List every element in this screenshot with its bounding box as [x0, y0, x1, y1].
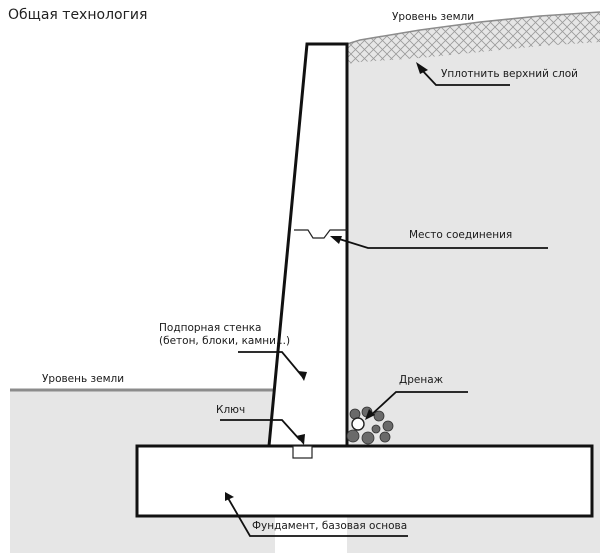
shear-key [292, 445, 313, 459]
label-retaining-wall-line2: (бетон, блоки, камни...) [159, 335, 291, 347]
label-joint-location: Место соединения [409, 229, 513, 241]
arrowheads [225, 62, 428, 501]
label-ground-level-left: Уровень земли [42, 373, 125, 385]
leader-lines [220, 67, 548, 537]
joint-notch [294, 229, 347, 239]
label-key: Ключ [216, 404, 246, 416]
compacted-top-layer-hatch [347, 12, 600, 64]
foundation-slab [135, 444, 594, 518]
label-compact-top-layer: Уплотнить верхний слой [441, 68, 578, 80]
label-drainage: Дренаж [399, 374, 444, 386]
backfill-soil [347, 12, 600, 553]
drain-pipe [351, 417, 365, 431]
label-retaining-wall-line1: Подпорная стенка [159, 322, 262, 334]
label-retaining-wall: Подпорная стенка (бетон, блоки, камни...… [159, 322, 290, 348]
ground-surface-line-top [346, 11, 600, 45]
diagram-title: Общая технология [8, 7, 148, 23]
retaining-wall [267, 42, 349, 448]
label-ground-level-top: Уровень земли [392, 11, 475, 23]
label-foundation: Фундамент, базовая основа [252, 520, 408, 532]
